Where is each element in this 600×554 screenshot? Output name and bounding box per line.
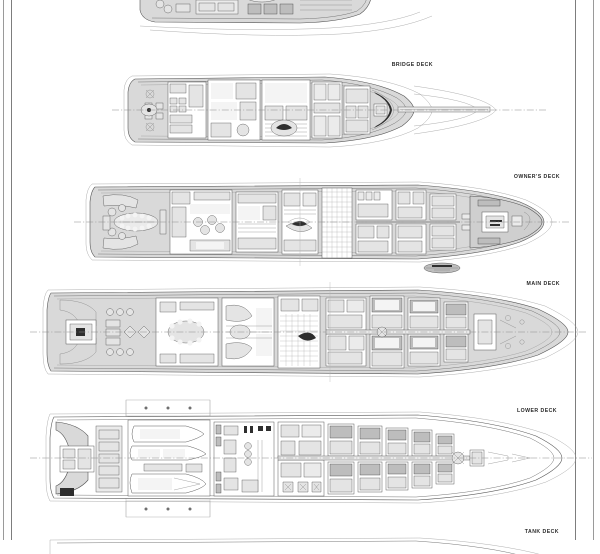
lower-deck-crew-corridor	[213, 421, 275, 497]
deck-plan-main-deck	[0, 282, 600, 382]
deck-plan-bridge-deck	[0, 70, 600, 152]
deck-label-owners-deck: OWNER'S DECK	[513, 174, 560, 180]
deck-plan-owners-deck	[0, 178, 600, 266]
owners-deck-lobby-tile	[321, 187, 353, 259]
deck-plan-lower-deck	[0, 396, 600, 521]
deck-label-bridge-deck: BRIDGE DECK	[391, 62, 433, 68]
lower-deck-crew-cabins	[277, 421, 531, 497]
main-deck-guest-cabins	[325, 295, 471, 369]
deck-label-lower-deck: LOWER DECK	[517, 408, 557, 414]
owners-deck-cabins	[355, 189, 477, 255]
deck-plan-sun-deck	[0, 0, 600, 55]
tender-detail	[420, 258, 470, 278]
deck-label-tank-deck: TANK DECK	[524, 529, 559, 535]
lower-deck-engine-room	[55, 421, 123, 496]
bridge-deck-foredeck-extension	[397, 85, 497, 135]
deck-plan-tank-deck	[0, 534, 600, 554]
deck-label-main-deck: MAIN DECK	[526, 281, 560, 287]
sun-deck-rooms	[155, 0, 352, 15]
